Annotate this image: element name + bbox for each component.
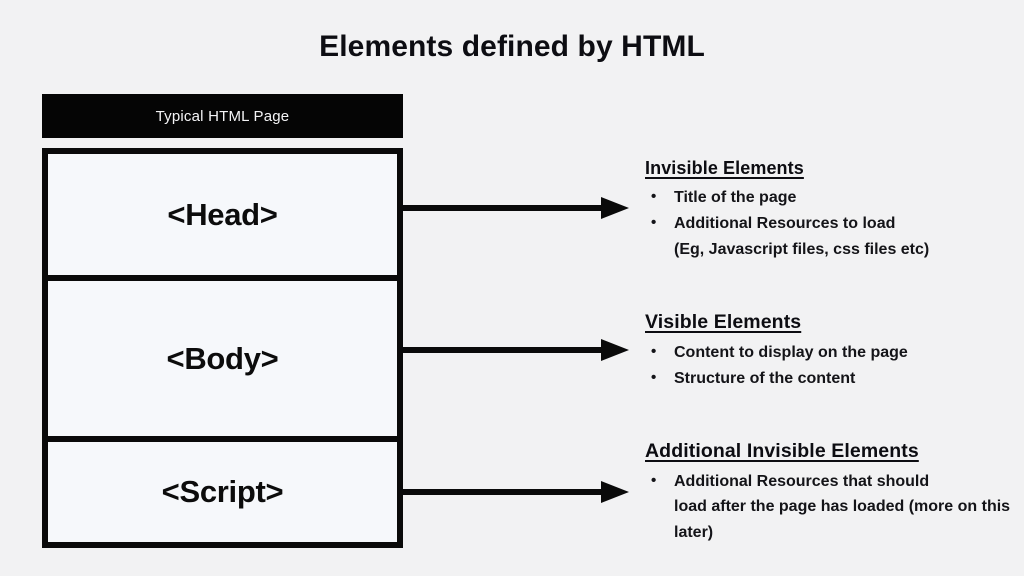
list-item: • Title of the page [645,185,1017,210]
html-structure-stack: <Head> <Body> <Script> [42,148,403,548]
invisible-elements-heading: Invisible Elements [645,158,804,178]
additional-invisible-elements-heading: Additional Invisible Elements [645,440,919,462]
list-item-text: Content to display on the page [674,344,908,361]
body-box: <Body> [48,275,397,437]
head-box-label: <Head> [167,196,278,232]
list-item-subtext: (Eg, Javascript files, css files etc) [674,240,930,258]
invisible-elements-group: Invisible Elements • Title of the page •… [645,158,1017,263]
list-item: • Additional Resources that should load … [645,469,1024,545]
visible-elements-list: • Content to display on the page • Struc… [645,340,1017,392]
visible-elements-heading: Visible Elements [645,311,802,333]
invisible-elements-list: • Title of the page • Additional Resourc… [645,185,1017,262]
list-item-text: Title of the page [674,189,797,206]
additional-invisible-elements-group: Additional Invisible Elements • Addition… [645,440,1024,546]
typical-html-page-label: Typical HTML Page [155,107,290,125]
bullet-icon: • [651,343,657,360]
typical-html-page-bar: Typical HTML Page [42,94,403,138]
list-item-text: Additional Resources that should [674,473,930,490]
head-box: <Head> [48,154,397,276]
list-item-text: Structure of the content [674,370,856,388]
head-to-invisible-arrow-icon [403,197,629,219]
list-item: • Additional Resources to load (Eg, Java… [645,211,1017,262]
script-to-additional-arrow-icon [403,481,629,503]
visible-elements-group: Visible Elements • Content to display on… [645,311,1017,393]
script-box: <Script> [48,436,397,542]
bullet-icon: • [651,472,657,489]
list-item-subtext: load after the page has loaded (more on … [674,498,1011,541]
body-box-label: <Body> [166,340,279,376]
list-item-text: Additional Resources to load [674,215,896,233]
bullet-icon: • [651,188,657,205]
script-box-label: <Script> [161,474,284,510]
list-item: • Content to display on the page [645,340,1017,365]
page-title: Elements defined by HTML [319,30,705,63]
body-to-visible-arrow-icon [403,339,629,361]
additional-invisible-elements-list: • Additional Resources that should load … [645,469,1024,545]
list-item: • Structure of the content [645,366,1017,391]
bullet-icon: • [651,214,657,232]
bullet-icon: • [651,369,657,387]
